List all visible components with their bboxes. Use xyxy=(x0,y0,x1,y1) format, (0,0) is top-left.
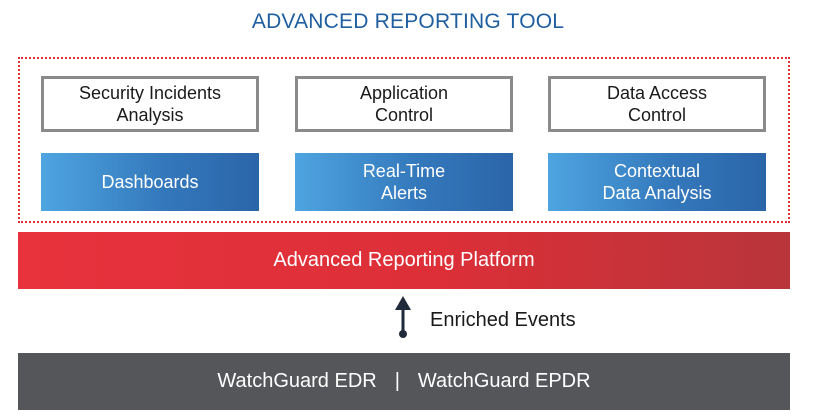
enriched-events-label: Enriched Events xyxy=(430,309,576,331)
dashboards-box: Dashboards xyxy=(41,153,259,211)
security-incidents-analysis-box: Security Incidents Analysis xyxy=(41,76,259,132)
watchguard-epdr-label: WatchGuard EPDR xyxy=(417,370,591,392)
application-control-box: Application Control xyxy=(295,76,513,132)
real-time-alerts-box: Real-Time Alerts xyxy=(295,153,513,211)
up-arrow-icon xyxy=(395,296,411,338)
contextual-data-analysis-box: Contextual Data Analysis xyxy=(548,153,766,211)
watchguard-edr-label: WatchGuard EDR xyxy=(217,370,377,392)
platform-label: Advanced Reporting Platform xyxy=(273,249,535,271)
reporting-tool-frame xyxy=(18,57,790,223)
diagram-title: ADVANCED REPORTING TOOL xyxy=(251,10,565,33)
source-separator: | xyxy=(394,370,400,392)
data-access-control-box: Data Access Control xyxy=(548,76,766,132)
watchguard-sources-bar: WatchGuard EDR | WatchGuard EPDR xyxy=(18,353,790,410)
advanced-reporting-platform-bar: Advanced Reporting Platform xyxy=(18,232,790,289)
